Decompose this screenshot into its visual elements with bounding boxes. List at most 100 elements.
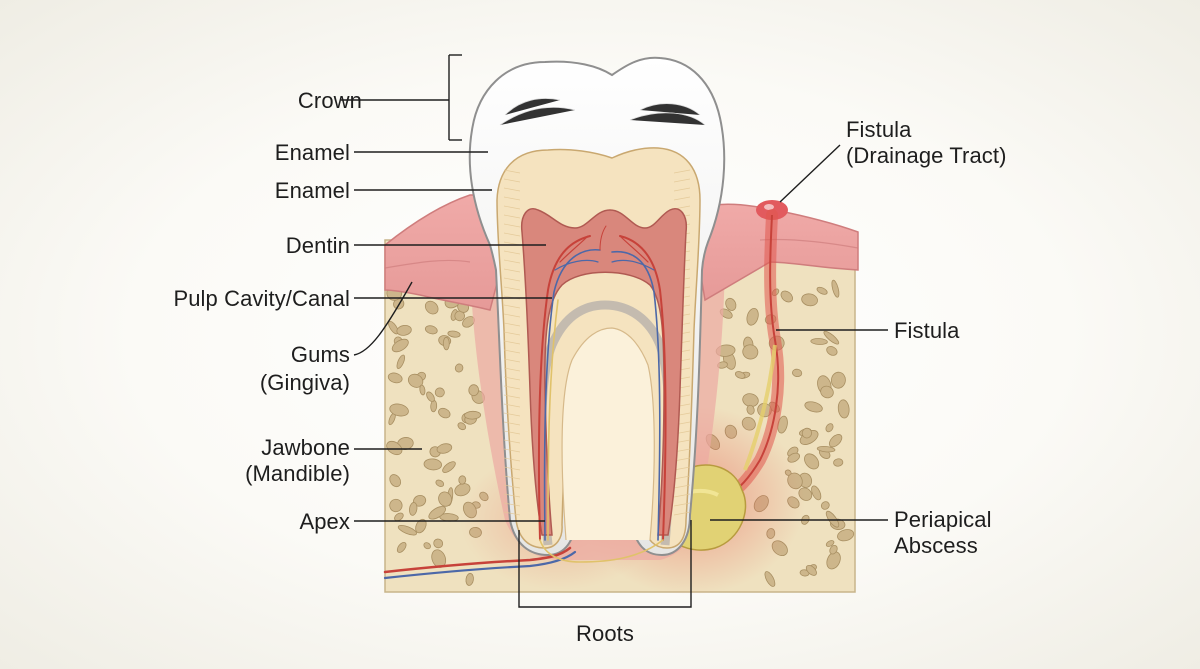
dentin-tubule [673,178,691,183]
bone-pore [409,502,418,516]
bone-pore [830,371,846,389]
bone-pore [811,485,822,501]
dentin-tubule [503,412,521,417]
bone-pore [780,290,793,303]
dentin-tubule [673,502,691,507]
bone-pore [792,368,803,378]
bone-pore [396,354,406,370]
label-enamel-inner: Enamel [274,178,350,203]
bone-pore [820,385,834,399]
dentin-tubule [503,493,521,498]
bone-pore [423,542,431,550]
bone-pore [389,498,403,513]
bone-pore [458,475,467,485]
label-jawbone-mandible: (Mandible) [245,461,350,486]
bone-pore [816,286,828,295]
dentin-tubule [503,304,521,309]
label-pulp-cavity: Pulp Cavity/Canal [173,286,350,311]
dentin-tubule [503,277,521,282]
enamel-texture [499,98,706,126]
dentin-tubule [673,169,691,174]
bone-pore [468,384,480,397]
bone-pore [825,510,840,528]
label-fistula: Fistula [894,318,960,343]
bone-pore [415,518,427,534]
bone-pore [833,458,844,467]
bone-pore [801,293,818,307]
label-drainage-tract: (Drainage Tract) [846,143,1007,168]
label-crown: Crown [297,88,362,113]
dentin-tubule [503,448,521,453]
bone-pore [389,403,409,417]
bone-pore [825,423,834,433]
dentin-tubule [503,439,521,444]
bone-pore [734,371,746,379]
bone-pore [764,571,776,587]
bone-pore [454,363,464,373]
dentin-tubule [503,502,521,507]
leader-lines [341,54,888,608]
bone-pore [442,461,456,473]
dentin-tubule [503,187,521,192]
bone-pore [742,344,759,360]
dentin-tubule [503,169,521,174]
label-periapical: Periapical [894,507,992,532]
bone-pore [823,330,840,345]
bone-pore [464,410,482,420]
bone-pore [837,399,850,419]
dentin-tubule [503,331,521,336]
bone-pore [746,308,759,326]
bone-pore [816,446,836,453]
dentin-tubule [503,268,521,273]
bone-pore [825,540,835,547]
dentin-tubule [503,421,521,426]
bone-pore [447,330,461,338]
bone-pore [454,310,466,322]
dentin-tubule [503,430,521,435]
bone-pore [837,529,855,542]
label-enamel-outer: Enamel [274,140,350,165]
dentin-tubule [503,223,521,228]
dentin-tubule [503,259,521,264]
bone-pore [831,279,840,298]
bone-pore [810,338,828,345]
dentin-tubule [503,376,521,381]
dentin-tubule [503,457,521,462]
bone-pore [396,325,412,336]
dentin-tubule [503,349,521,354]
dentin-tubule [503,286,521,291]
bone-pore [428,506,447,520]
nerves-vessels [383,225,667,580]
dentin-tubule [503,205,521,210]
bone-pore [433,538,444,549]
bone-pore [424,300,439,315]
dentin-tubule [503,340,521,345]
dentin-tubule [673,484,691,489]
dentin-tubule [503,232,521,237]
bone-pore [436,443,453,454]
bone-pore [423,458,442,471]
dentin-tubule [503,313,521,318]
dentin-tubule [673,466,691,471]
pulp-cavity [520,208,688,536]
dentin-tubule [673,187,691,192]
dentin-tubule [673,475,691,480]
dentin-tubule [503,367,521,372]
label-gums-gingiva: (Gingiva) [259,370,350,395]
bone-pore [820,501,830,510]
bone-pore [465,572,474,586]
dentin-tubule [673,196,691,201]
label-roots: Roots [576,621,634,646]
dentin-tubule [503,511,521,516]
label-apex: Apex [299,509,350,534]
bone-pore [426,391,435,403]
label-gums: Gums [290,342,350,367]
bone-pore [829,544,838,555]
dentin-tubule [673,493,691,498]
label-jawbone: Jawbone [261,435,350,460]
bone-pore [387,372,403,384]
label-abscess: Abscess [894,533,978,558]
bone-pore [407,373,424,388]
dentin-tubules [503,169,691,516]
